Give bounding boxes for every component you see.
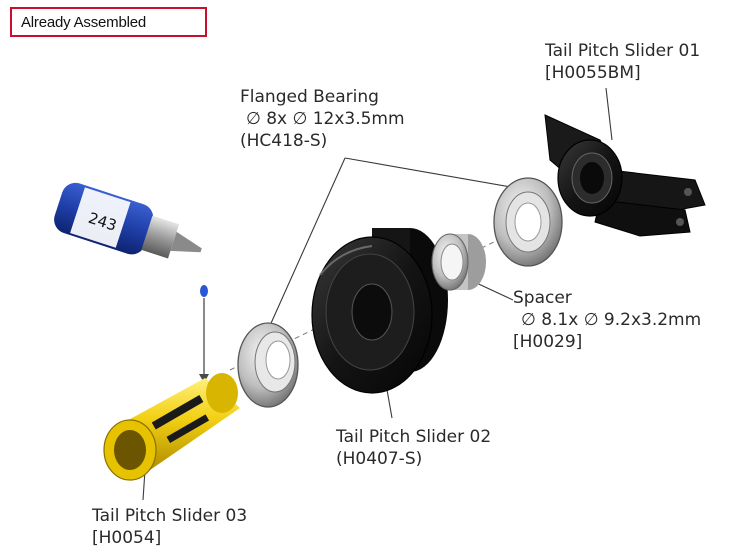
- tail-pitch-slider-03-name: Tail Pitch Slider 03: [92, 506, 248, 526]
- tail-pitch-slider-02-part: [311, 228, 448, 394]
- leader-line-slider-01: [605, 87, 613, 141]
- leader-line-bearing-left: [267, 157, 346, 331]
- label-flanged-bearing: Flanged Bearing ∅ 8x ∅ 12x3.5mm (HC418-S…: [240, 86, 405, 152]
- tail-pitch-slider-03-code: [H0054]: [92, 528, 162, 548]
- tail-pitch-slider-03-part: [103, 373, 240, 481]
- threadlocker-bottle: [54, 182, 202, 259]
- tail-pitch-slider-01-part: [544, 114, 706, 237]
- already-assembled-badge: Already Assembled: [10, 7, 207, 37]
- spacer-name: Spacer: [513, 288, 572, 308]
- leader-line-bearing-right: [344, 157, 529, 191]
- already-assembled-text: Already Assembled: [21, 13, 147, 31]
- tail-pitch-slider-02-code: (H0407-S): [336, 449, 423, 469]
- threadlocker-drop: [200, 285, 208, 297]
- spacer-part: [431, 233, 486, 291]
- apply-arrow-head: [199, 374, 209, 383]
- spacer-code: [H0029]: [513, 332, 583, 352]
- flanged-bearing-code: (HC418-S): [240, 131, 328, 151]
- flanged-bearing-name: Flanged Bearing: [240, 87, 379, 107]
- tail-pitch-slider-02-name: Tail Pitch Slider 02: [336, 427, 492, 447]
- flanged-bearing-left-part: [237, 322, 299, 408]
- label-tail-pitch-slider-01: Tail Pitch Slider 01 [H0055BM]: [545, 40, 700, 84]
- flanged-bearing-size: ∅ 8x ∅ 12x3.5mm: [246, 109, 405, 129]
- label-tail-pitch-slider-03: Tail Pitch Slider 03 [H0054]: [92, 505, 247, 549]
- tail-pitch-slider-01-name: Tail Pitch Slider 01: [545, 41, 701, 61]
- spacer-size: ∅ 8.1x ∅ 9.2x3.2mm: [521, 310, 702, 330]
- flanged-bearing-right-part: [493, 177, 563, 267]
- tail-pitch-slider-01-code: [H0055BM]: [545, 63, 641, 83]
- label-spacer: Spacer ∅ 8.1x ∅ 9.2x3.2mm [H0029]: [513, 287, 701, 353]
- label-tail-pitch-slider-02: Tail Pitch Slider 02 (H0407-S): [336, 426, 491, 470]
